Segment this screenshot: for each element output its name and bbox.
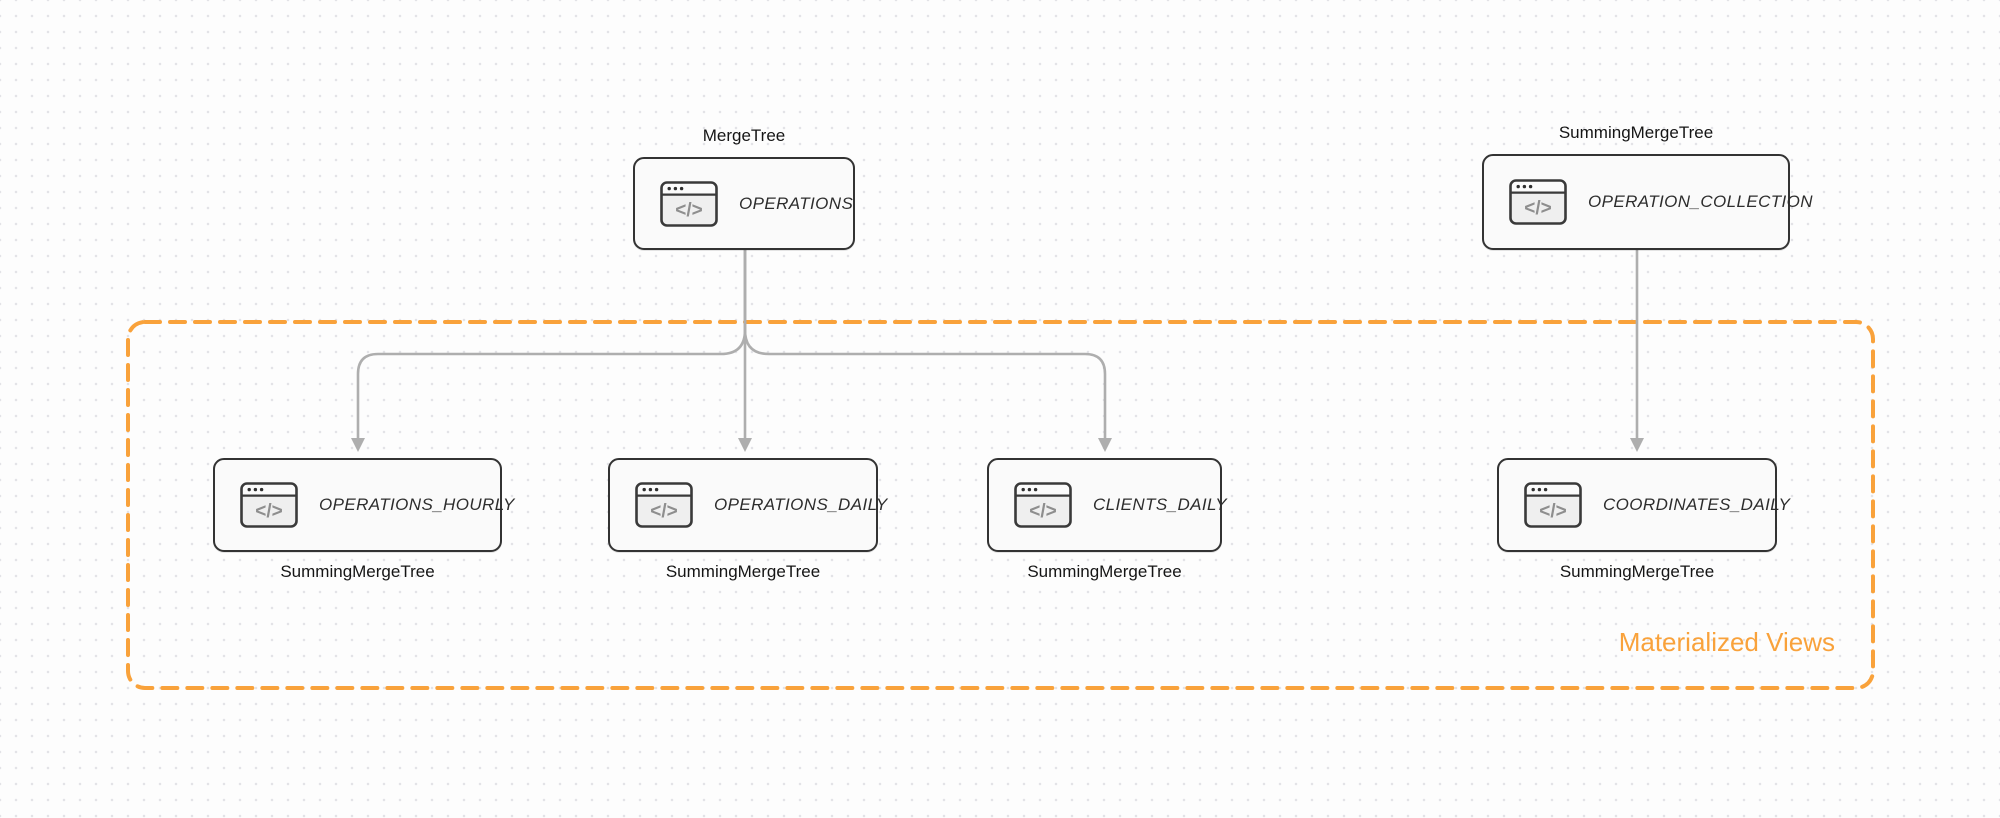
node-box[interactable]: </> OPERATIONS_DAILY xyxy=(608,458,887,552)
svg-text:</>: </> xyxy=(675,200,702,221)
node-operations[interactable]: MergeTree </> OPERATIONS xyxy=(633,126,855,250)
arrowhead-down-icon xyxy=(1630,438,1644,452)
node-title: OPERATIONS_DAILY xyxy=(714,495,888,514)
engine-label: SummingMergeTree xyxy=(1559,562,1715,581)
node-title: COORDINATES_DAILY xyxy=(1603,495,1791,514)
svg-text:</>: </> xyxy=(1539,501,1566,522)
node-title: OPERATION_COLLECTION xyxy=(1588,192,1813,211)
node-coordinates-daily[interactable]: </> COORDINATES_DAILY SummingMergeTree xyxy=(1497,458,1790,581)
node-box[interactable]: </> OPERATIONS xyxy=(633,157,855,250)
arrowhead-down-icon xyxy=(738,438,752,452)
svg-text:</>: </> xyxy=(1524,198,1551,219)
node-operations-hourly[interactable]: </> OPERATIONS_HOURLY SummingMergeTree xyxy=(213,458,514,581)
svg-text:</>: </> xyxy=(650,501,677,522)
materialized-views-label: Materialized Views xyxy=(1618,627,1835,657)
node-operation-collection[interactable]: SummingMergeTree </> OPERATION_COLLECTIO… xyxy=(1482,123,1813,250)
node-box[interactable]: </> OPERATIONS_HOURLY xyxy=(213,458,514,552)
code-window-icon: </> xyxy=(1509,179,1567,225)
code-window-icon: </> xyxy=(660,180,718,227)
node-box[interactable]: </> COORDINATES_DAILY xyxy=(1497,458,1790,552)
node-box[interactable]: </> CLIENTS_DAILY xyxy=(987,458,1227,552)
engine-label: SummingMergeTree xyxy=(665,562,821,581)
edge-operations-to-clients-daily[interactable] xyxy=(743,250,1112,452)
engine-label: MergeTree xyxy=(702,126,786,145)
node-title: OPERATIONS_HOURLY xyxy=(319,495,515,514)
engine-label: SummingMergeTree xyxy=(1558,123,1714,142)
arrowhead-down-icon xyxy=(1098,438,1112,452)
node-title: CLIENTS_DAILY xyxy=(1093,495,1228,514)
edge-operations-to-operations-daily[interactable] xyxy=(738,250,752,452)
code-window-icon: </> xyxy=(1524,482,1582,528)
svg-text:</>: </> xyxy=(255,501,282,522)
svg-text:</>: </> xyxy=(1029,501,1056,522)
arrowhead-down-icon xyxy=(351,438,365,452)
node-title: OPERATIONS xyxy=(739,193,854,213)
engine-label: SummingMergeTree xyxy=(1027,562,1182,581)
edge-operation-collection-to-coordinates-daily[interactable] xyxy=(1630,250,1644,452)
engine-label: SummingMergeTree xyxy=(280,562,435,581)
edge-operations-to-operations-hourly[interactable] xyxy=(351,250,747,452)
code-window-icon: </> xyxy=(240,482,298,528)
code-window-icon: </> xyxy=(635,482,693,528)
code-window-icon: </> xyxy=(1014,482,1072,528)
node-box[interactable]: </> OPERATION_COLLECTION xyxy=(1482,154,1813,250)
node-operations-daily[interactable]: </> OPERATIONS_DAILY SummingMergeTree xyxy=(608,458,887,581)
node-clients-daily[interactable]: </> CLIENTS_DAILY SummingMergeTree xyxy=(987,458,1227,581)
